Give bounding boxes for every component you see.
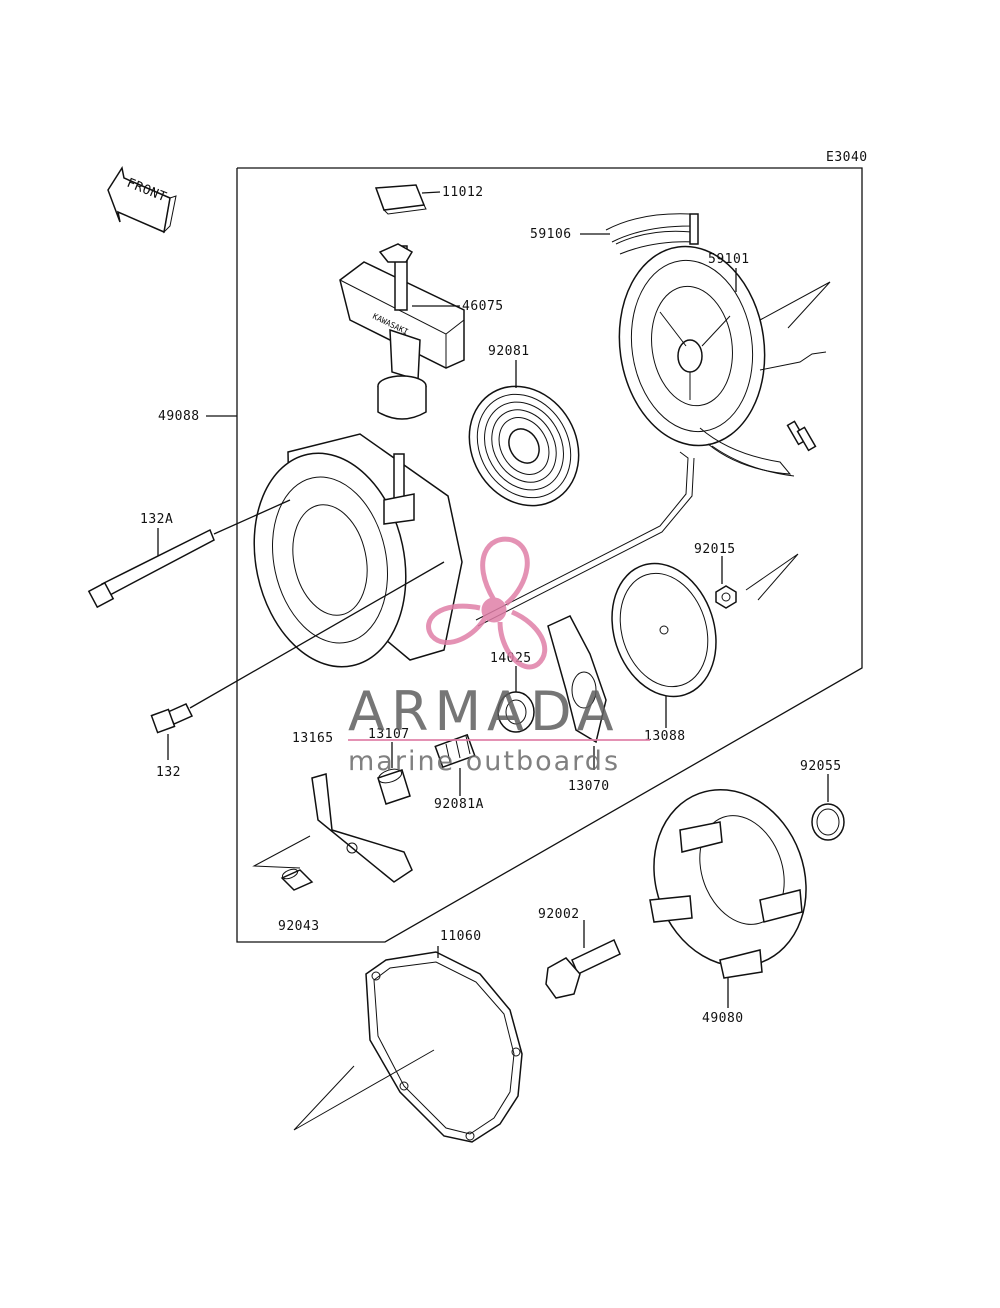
watermark-brand: ARMADA (348, 680, 620, 743)
label-92055: 92055 (800, 759, 842, 774)
o-ring-part (811, 803, 845, 841)
long-bolt-part (87, 528, 215, 609)
diagram-code: E3040 (826, 150, 868, 165)
pawl-part (311, 773, 413, 883)
label-46075: 46075 (462, 299, 504, 314)
spring-segment-top-part (605, 213, 699, 255)
starter-reel-part (618, 245, 827, 447)
ratchet-part (547, 615, 607, 744)
label-92015: 92015 (694, 542, 736, 557)
label-59106: 59106 (530, 227, 572, 242)
label-11060: 11060 (440, 929, 482, 944)
label-49088: 49088 (158, 409, 200, 424)
label-13165: 13165 (292, 731, 334, 746)
watermark-tagline: marine outboards (348, 746, 620, 777)
armada-watermark: ARMADA marine outboards (348, 536, 650, 777)
recoil-spring-part (468, 385, 580, 507)
nut-part (715, 585, 737, 609)
label-13088: 13088 (644, 729, 686, 744)
label-92043: 92043 (278, 919, 320, 934)
label-11012: 11012 (442, 185, 484, 200)
label-13107: 13107 (368, 727, 410, 742)
label-49080: 49080 (702, 1011, 744, 1026)
cap-part (374, 184, 427, 215)
label-59101: 59101 (708, 252, 750, 267)
label-132A: 132A (140, 512, 173, 527)
plate-part (611, 562, 717, 698)
label-13070: 13070 (568, 779, 610, 794)
flange-bolt-part (545, 938, 621, 999)
starter-handle-part: KAWASAKI (339, 243, 465, 420)
label-92002: 92002 (538, 907, 580, 922)
assembly-frame (236, 167, 863, 943)
collar-part (377, 768, 411, 805)
short-bolt-part (150, 703, 194, 734)
label-92081A: 92081A (434, 797, 484, 812)
gasket-part (365, 951, 523, 1143)
starter-housing-part (253, 433, 463, 668)
pin-part (280, 868, 314, 891)
starter-rope-part (475, 451, 689, 621)
pulley-cup-part (649, 788, 807, 979)
spring-segment-bottom-part (699, 420, 817, 477)
label-92081: 92081 (488, 344, 530, 359)
label-132: 132 (156, 765, 181, 780)
front-arrow-icon: FRONT (107, 166, 177, 234)
propeller-logo-icon (426, 536, 548, 670)
